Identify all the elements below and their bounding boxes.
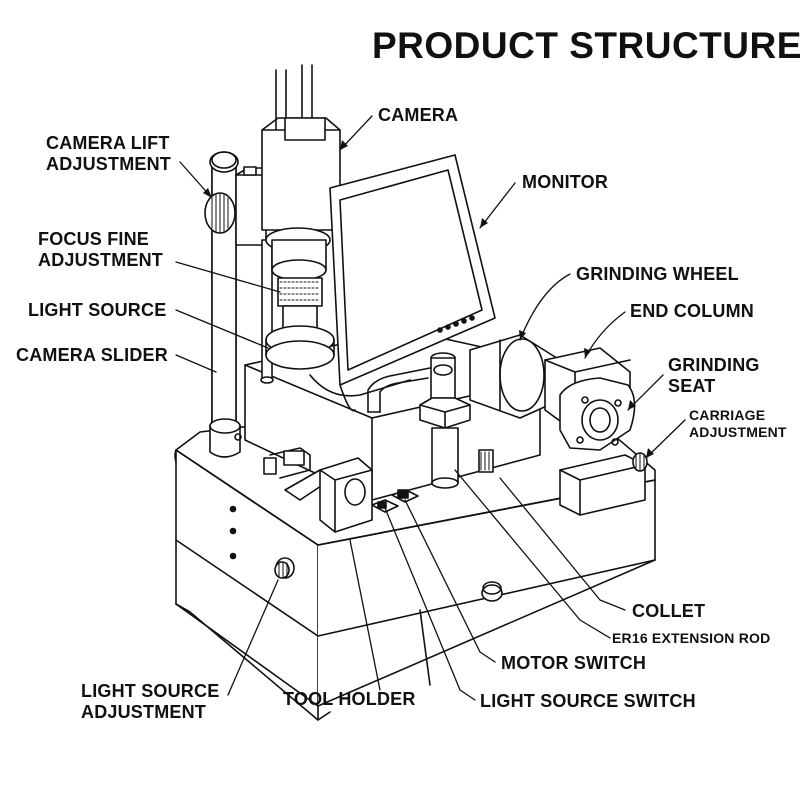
- label-monitor: MONITOR: [522, 172, 609, 192]
- label-light-source-adjustment: LIGHT SOURCE ADJUSTMENT: [81, 681, 220, 722]
- label-light-source-switch: LIGHT SOURCE SWITCH: [480, 691, 696, 711]
- page-title: PRODUCT STRUCTURE: [372, 25, 800, 66]
- label-er16-extension-rod: ER16 EXTENSION ROD: [612, 630, 771, 646]
- collet-assembly: [419, 352, 494, 489]
- label-grinding-wheel: GRINDING WHEEL: [576, 264, 739, 284]
- label-focus-fine-adjustment: FOCUS FINE ADJUSTMENT: [38, 229, 164, 270]
- label-motor-switch: MOTOR SWITCH: [501, 653, 647, 673]
- center-cradle: [367, 367, 431, 413]
- lens-assembly: [265, 227, 335, 370]
- tool-holder: [263, 447, 373, 533]
- switches: [371, 489, 419, 513]
- label-collet: COLLET: [632, 601, 706, 621]
- label-camera-slider: CAMERA SLIDER: [16, 345, 168, 365]
- label-camera-lift-adjustment: CAMERA LIFT ADJUSTMENT: [46, 133, 172, 174]
- label-light-source: LIGHT SOURCE: [28, 300, 167, 320]
- label-camera: CAMERA: [378, 105, 459, 125]
- camera-body: [261, 64, 341, 231]
- grinding-wheel: [469, 334, 561, 419]
- label-carriage-adjustment: CARRIAGE ADJUSTMENT: [689, 407, 787, 440]
- grinding-seat: [559, 377, 648, 516]
- label-tool-holder: TOOL HOLDER: [283, 689, 416, 709]
- label-grinding-seat: GRINDING SEAT: [668, 355, 760, 396]
- label-end-column: END COLUMN: [630, 301, 754, 321]
- camera-lift-knob: [204, 166, 274, 384]
- monitor: [309, 154, 496, 412]
- arrowheads: [203, 140, 654, 458]
